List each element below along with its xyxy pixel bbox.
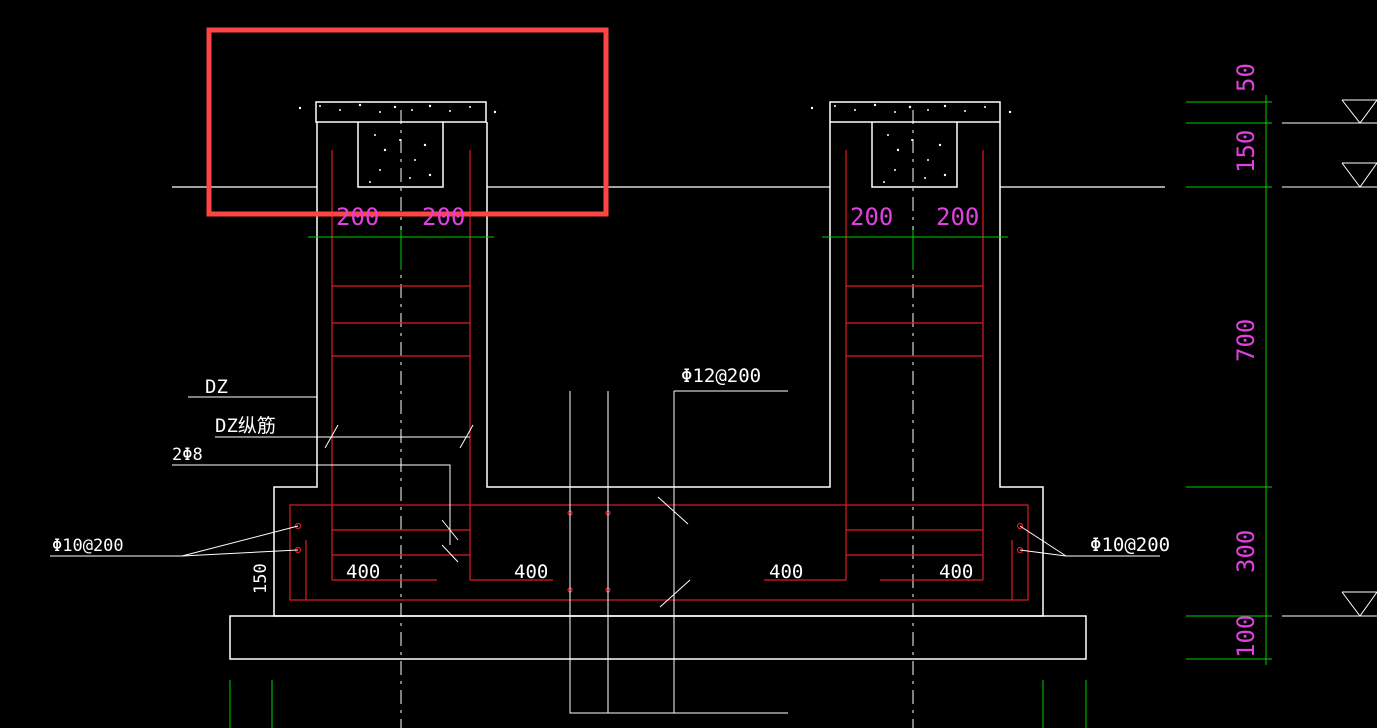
- label-phi12: Φ12@200: [681, 365, 761, 387]
- vertical-dimension-labels: 50 150 700 300 100: [1232, 63, 1260, 658]
- base-slab: [229, 615, 1087, 660]
- right-cap-recess: [871, 122, 958, 188]
- left-cap-recess: [357, 122, 444, 188]
- dim-bottom-3: 400: [769, 561, 803, 583]
- dim-bottom-1: 400: [346, 561, 380, 583]
- left-column-cap: [315, 101, 487, 123]
- label-dz: DZ: [205, 376, 228, 398]
- dimension-lines: [229, 95, 1272, 728]
- dim-vertical-100: 100: [1232, 615, 1260, 658]
- label-2phi8: 2Φ8: [172, 445, 203, 465]
- label-cover-150: 150: [251, 563, 271, 594]
- foundation-outline: [229, 101, 1087, 660]
- dim-right-col-b: 200: [936, 203, 979, 231]
- right-column-cap: [829, 101, 1001, 123]
- dim-vertical-300: 300: [1232, 530, 1260, 573]
- annotation-labels: DZ DZ纵筋 Φ12@200 Φ10@200: [205, 365, 1170, 556]
- dim-left-col-a: 200: [336, 203, 379, 231]
- label-phi10-right: Φ10@200: [1090, 534, 1170, 556]
- stirrup-leader: [172, 464, 451, 545]
- dim-vertical-150: 150: [1232, 130, 1260, 173]
- leader-lines: [50, 99, 1377, 714]
- dim-bottom-2: 400: [514, 561, 548, 583]
- small-labels: 2Φ8 Φ10@200 150: [52, 445, 271, 594]
- highlight-box: [206, 27, 609, 217]
- horizontal-dimension-labels: 200 200 200 200: [336, 203, 979, 231]
- concrete-stipple: [298, 103, 1012, 183]
- dim-right-col-a: 200: [850, 203, 893, 231]
- beam-stirrup: [289, 504, 1029, 601]
- dim-vertical-50: 50: [1232, 63, 1260, 92]
- dim-left-col-b: 200: [422, 203, 465, 231]
- dim-vertical-700: 700: [1232, 319, 1260, 362]
- label-phi10-left: Φ10@200: [52, 536, 124, 556]
- bottom-dimension-labels: 400 400 400 400: [346, 561, 973, 583]
- centerlines: [400, 110, 914, 728]
- label-dz-rebar: DZ纵筋: [215, 415, 276, 437]
- rebar: [289, 150, 1029, 601]
- dim-bottom-4: 400: [939, 561, 973, 583]
